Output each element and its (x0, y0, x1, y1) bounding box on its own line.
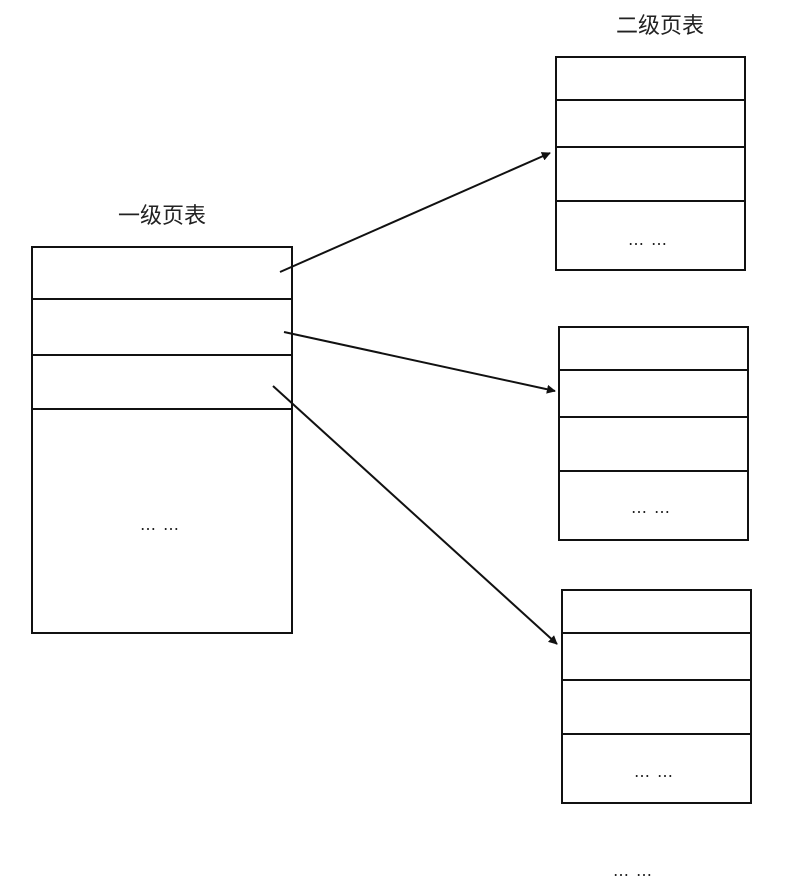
level2-table: … … (561, 589, 752, 804)
level2-ellipsis: … … (628, 230, 668, 249)
level2-table-outline (558, 326, 749, 541)
level1-title: 一级页表 (118, 204, 206, 229)
more-tables-ellipsis: … … (613, 861, 653, 880)
level2-table-outline (561, 589, 752, 804)
level1-table-outline (31, 246, 293, 634)
pointer-arrow (283, 331, 556, 394)
level2-table-outline (555, 56, 746, 271)
pointer-arrow (279, 152, 551, 273)
pointer-arrow (272, 385, 558, 645)
level2-table: … … (558, 326, 749, 541)
level2-table: … … (555, 56, 746, 271)
level2-ellipsis: … … (634, 762, 674, 781)
level1-table: 一级页表 … … (31, 204, 293, 634)
level2-title: 二级页表 (616, 14, 704, 39)
level1-ellipsis: … … (140, 515, 180, 534)
level2-ellipsis: … … (631, 498, 671, 517)
